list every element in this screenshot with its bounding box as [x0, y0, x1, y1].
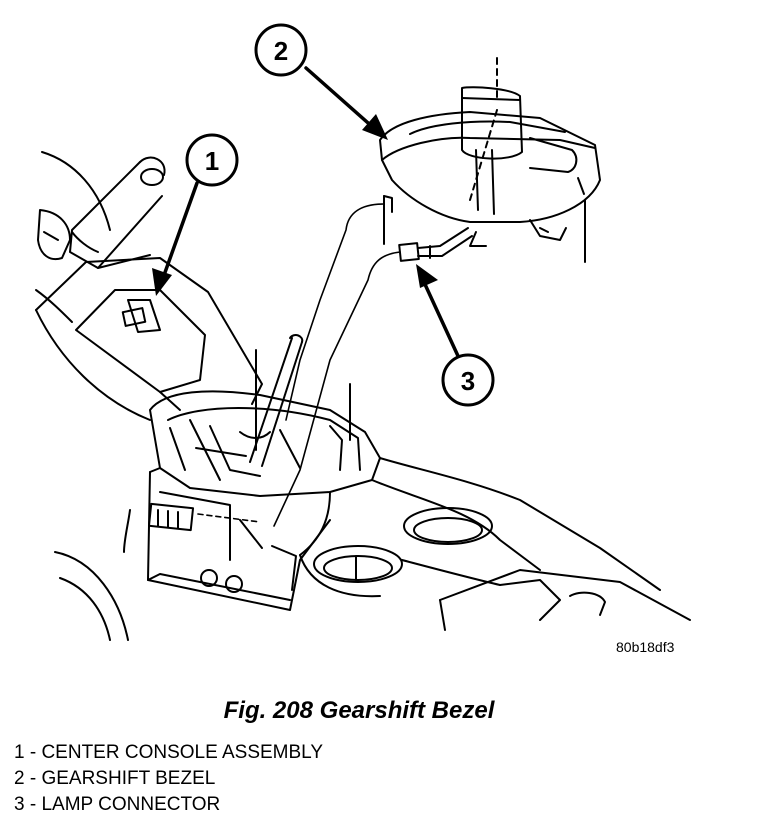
arrowhead-2 — [362, 114, 388, 140]
gearshift-bezel-illustration: 1 2 3 — [35, 23, 691, 641]
legend-item: 3 - LAMP CONNECTOR — [14, 794, 221, 815]
lamp-wire-routing-2 — [273, 251, 401, 527]
center-console-assembly — [35, 257, 691, 631]
arrowhead-1 — [152, 268, 172, 296]
image-code: 80b18df3 — [616, 639, 675, 655]
lamp-connector — [398, 227, 473, 262]
lamp-wire-routing — [285, 203, 385, 421]
leader-line-1 — [161, 181, 199, 280]
callout-circle-3 — [441, 353, 495, 407]
legend-item: 2 - GEARSHIFT BEZEL — [14, 768, 216, 789]
callout-label-1: 1 — [205, 146, 219, 176]
callout-label-2: 2 — [274, 36, 288, 66]
legend-item: 1 - CENTER CONSOLE ASSEMBLY — [14, 742, 324, 763]
callout-label-3: 3 — [461, 366, 475, 396]
gearshift-bezel — [379, 57, 601, 263]
leader-line-3 — [421, 278, 460, 358]
leader-line-2 — [304, 66, 378, 132]
dashboard-left — [35, 151, 129, 641]
figure-caption: Fig. 208 Gearshift Bezel — [223, 697, 495, 724]
parking-brake-handle — [69, 156, 166, 269]
callout-circle-1 — [185, 133, 239, 187]
arrowhead-3 — [416, 264, 438, 288]
legend: 1 - CENTER CONSOLE ASSEMBLY 2 - GEARSHIF… — [14, 740, 323, 818]
lamp-wire-routing-3 — [197, 513, 261, 523]
callout-circle-2 — [254, 23, 308, 77]
